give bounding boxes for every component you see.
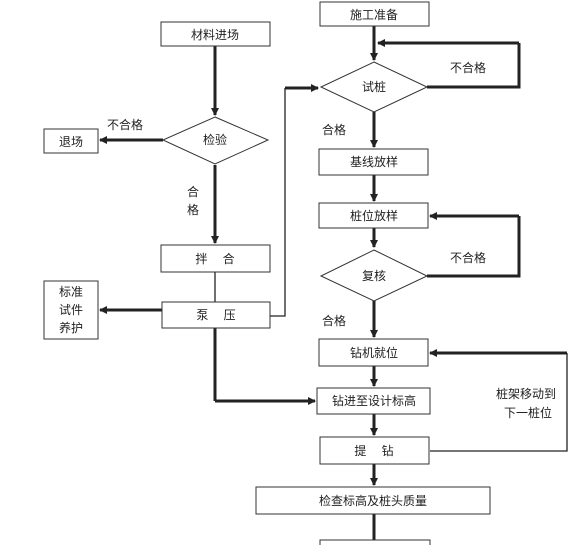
node-pile-layout-label: 桩位放样 (350, 208, 398, 223)
node-inspect: 检验 (161, 116, 270, 165)
edge-recheck-fail-loop (427, 216, 521, 278)
node-specimen-line-3: 养护 (59, 320, 83, 335)
edge-rig-move-loop (430, 353, 568, 452)
label-inspect-fail: 不合格 (107, 117, 143, 132)
node-reject-exit-label: 退场 (59, 135, 83, 149)
node-baseline-layout: 基线放样 (318, 148, 429, 176)
edge-test-pile-fail-loop (427, 43, 521, 89)
node-inspect-label: 检验 (203, 132, 227, 147)
node-mix: 拌 合 (160, 244, 271, 273)
node-pile-layout: 桩位放样 (318, 202, 429, 229)
node-rig-position-label: 钻机就位 (350, 345, 398, 360)
node-check-quality: 检查标高及桩头质量 (255, 486, 491, 515)
node-drill-to-elevation-label: 钻进至设计标高 (332, 393, 416, 408)
node-material-entry-label: 材料进场 (191, 28, 239, 42)
label-recheck-fail: 不合格 (450, 250, 486, 265)
edge-pump-to-test-pile (270, 88, 286, 317)
label-recheck-pass: 合格 (322, 313, 346, 328)
node-specimen-line-1: 标准 (59, 285, 83, 299)
node-pump: 泵 压 (161, 301, 271, 329)
node-drill-to-elevation: 钻进至设计标高 (316, 387, 431, 415)
node-mix-label: 拌 合 (195, 251, 234, 266)
node-material-entry: 材料进场 (160, 21, 271, 47)
node-recheck-label: 复核 (362, 269, 386, 283)
node-test-pile-label: 试桩 (362, 79, 386, 94)
node-construction-prep: 施工准备 (319, 1, 430, 27)
node-lift-drill: 提 钻 (319, 436, 430, 465)
label-inspect-pass-1: 合 (187, 184, 199, 199)
node-construction-prep-label: 施工准备 (350, 8, 398, 22)
node-lift-drill-label: 提 钻 (354, 443, 393, 458)
node-test-pile: 试桩 (319, 61, 429, 113)
label-rig-move-1: 桩架移动到 (496, 386, 556, 401)
node-specimen-line-2: 试件 (59, 302, 83, 317)
node-specimen-curing: 标准 试件 养护 (43, 280, 99, 340)
node-rig-position: 钻机就位 (318, 338, 429, 367)
node-check-quality-label: 检查标高及桩头质量 (319, 493, 427, 508)
label-test-pile-fail: 不合格 (450, 60, 486, 75)
node-reject-exit: 退场 (43, 128, 99, 154)
node-recheck: 复核 (319, 249, 429, 302)
label-rig-move-2: 下一桩位 (504, 405, 552, 420)
node-pump-label: 泵 压 (196, 308, 235, 322)
node-baseline-layout-label: 基线放样 (350, 154, 398, 169)
label-test-pile-pass: 合格 (322, 122, 346, 137)
label-inspect-pass-2: 格 (187, 202, 199, 217)
node-next-partial (319, 539, 431, 545)
